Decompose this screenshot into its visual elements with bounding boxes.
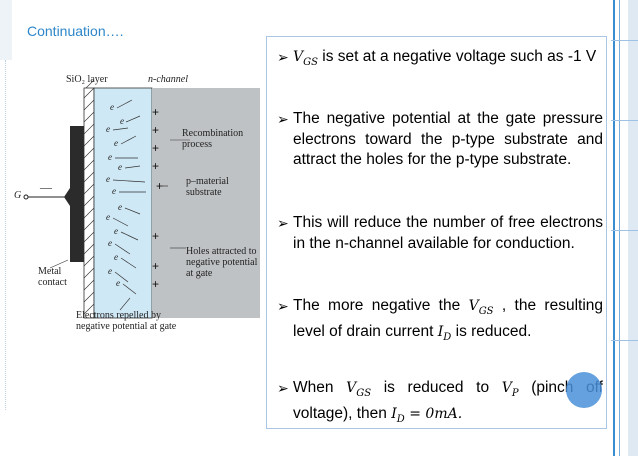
math-vgs: VGS [293, 49, 318, 68]
svg-text:e: e [108, 152, 112, 162]
sio2-label: SiO₂ layer [66, 74, 108, 85]
svg-text:e: e [114, 252, 118, 262]
n-channel-region [93, 87, 153, 319]
svg-text:e: e [120, 116, 124, 126]
svg-text:+: + [152, 159, 159, 173]
recombination-label: Recombination process [182, 128, 244, 150]
svg-text:e: e [108, 238, 112, 248]
bullet-text: VGS is set at a negative voltage such as… [293, 48, 597, 68]
svg-text:e: e [106, 174, 110, 184]
metal-contact-label: Metal contact [38, 266, 67, 288]
arrowhead-bullet-icon: ➢ [277, 111, 289, 127]
math-id: ID [437, 324, 452, 344]
math-id: ID [391, 406, 405, 426]
bullet-item: ➢ When VGS is reduced to VP (pinch off v… [277, 378, 603, 431]
bullet-panel: ➢ VGS is set at a negative voltage such … [266, 36, 607, 429]
decorative-dotted-line [5, 60, 6, 410]
decorative-side-rail [611, 0, 638, 456]
bullet-text: The more negative the VGS , the resultin… [293, 297, 604, 344]
depletion-diagram-svg: eee eee eee eee eee +++ ++ +++ [23, 79, 260, 319]
math-vgs: VGS [346, 380, 372, 399]
svg-text:+: + [152, 141, 159, 155]
bullet-item: ➢ VGS is set at a negative voltage such … [277, 47, 603, 73]
p-substrate-region [152, 88, 260, 318]
svg-text:e: e [116, 278, 120, 288]
math-vp: VP [501, 380, 519, 399]
sio2-layer [83, 87, 95, 319]
svg-text:+: + [152, 123, 159, 137]
slide-title: Continuation…. [27, 23, 124, 39]
math-zero-ma: = 0mA. [404, 406, 463, 423]
electrons-label: Electrons repelled by negative potential… [76, 310, 177, 332]
svg-text:e: e [106, 124, 110, 134]
metal-contact [70, 126, 84, 262]
bullet-item: ➢ The more negative the VGS , the result… [277, 296, 603, 349]
svg-text:e: e [108, 266, 112, 276]
svg-text:+: + [152, 259, 159, 273]
svg-text:e: e [114, 138, 118, 148]
svg-text:e: e [118, 162, 122, 172]
bullet-text: The negative potential at the gate press… [293, 110, 603, 168]
svg-text:e: e [106, 212, 110, 222]
n-channel-label: n-channel [148, 74, 188, 85]
svg-text:+: + [152, 105, 159, 119]
svg-text:e: e [112, 186, 116, 196]
math-vgs: VGS [468, 298, 494, 317]
highlight-circle [566, 372, 602, 408]
bullet-text: When VGS is reduced to VP (pinch off vol… [293, 379, 603, 426]
gate-sign: — [40, 180, 52, 194]
svg-text:e: e [118, 202, 122, 212]
gate-label: G [14, 190, 22, 201]
svg-text:e: e [110, 102, 114, 112]
hole-symbols: + + + + + + + + [152, 105, 163, 291]
bullet-text: This will reduce the number of free elec… [293, 214, 603, 252]
svg-text:e: e [114, 226, 118, 236]
svg-text:+: + [156, 179, 163, 193]
arrowhead-bullet-icon: ➢ [277, 215, 289, 231]
bullet-item: ➢ This will reduce the number of free el… [277, 213, 603, 254]
arrowhead-bullet-icon: ➢ [277, 49, 289, 65]
svg-text:+: + [152, 277, 159, 291]
arrowhead-bullet-icon: ➢ [277, 298, 289, 314]
svg-text:+: + [152, 229, 159, 243]
arrowhead-bullet-icon: ➢ [277, 380, 289, 396]
bullet-item: ➢ The negative potential at the gate pre… [277, 109, 603, 171]
electron-symbols: eee eee eee eee eee [106, 102, 124, 288]
decorative-band [0, 0, 12, 60]
p-material-label: p–material substrate [186, 176, 229, 198]
holes-label: Holes attracted to negative potential at… [186, 246, 258, 279]
